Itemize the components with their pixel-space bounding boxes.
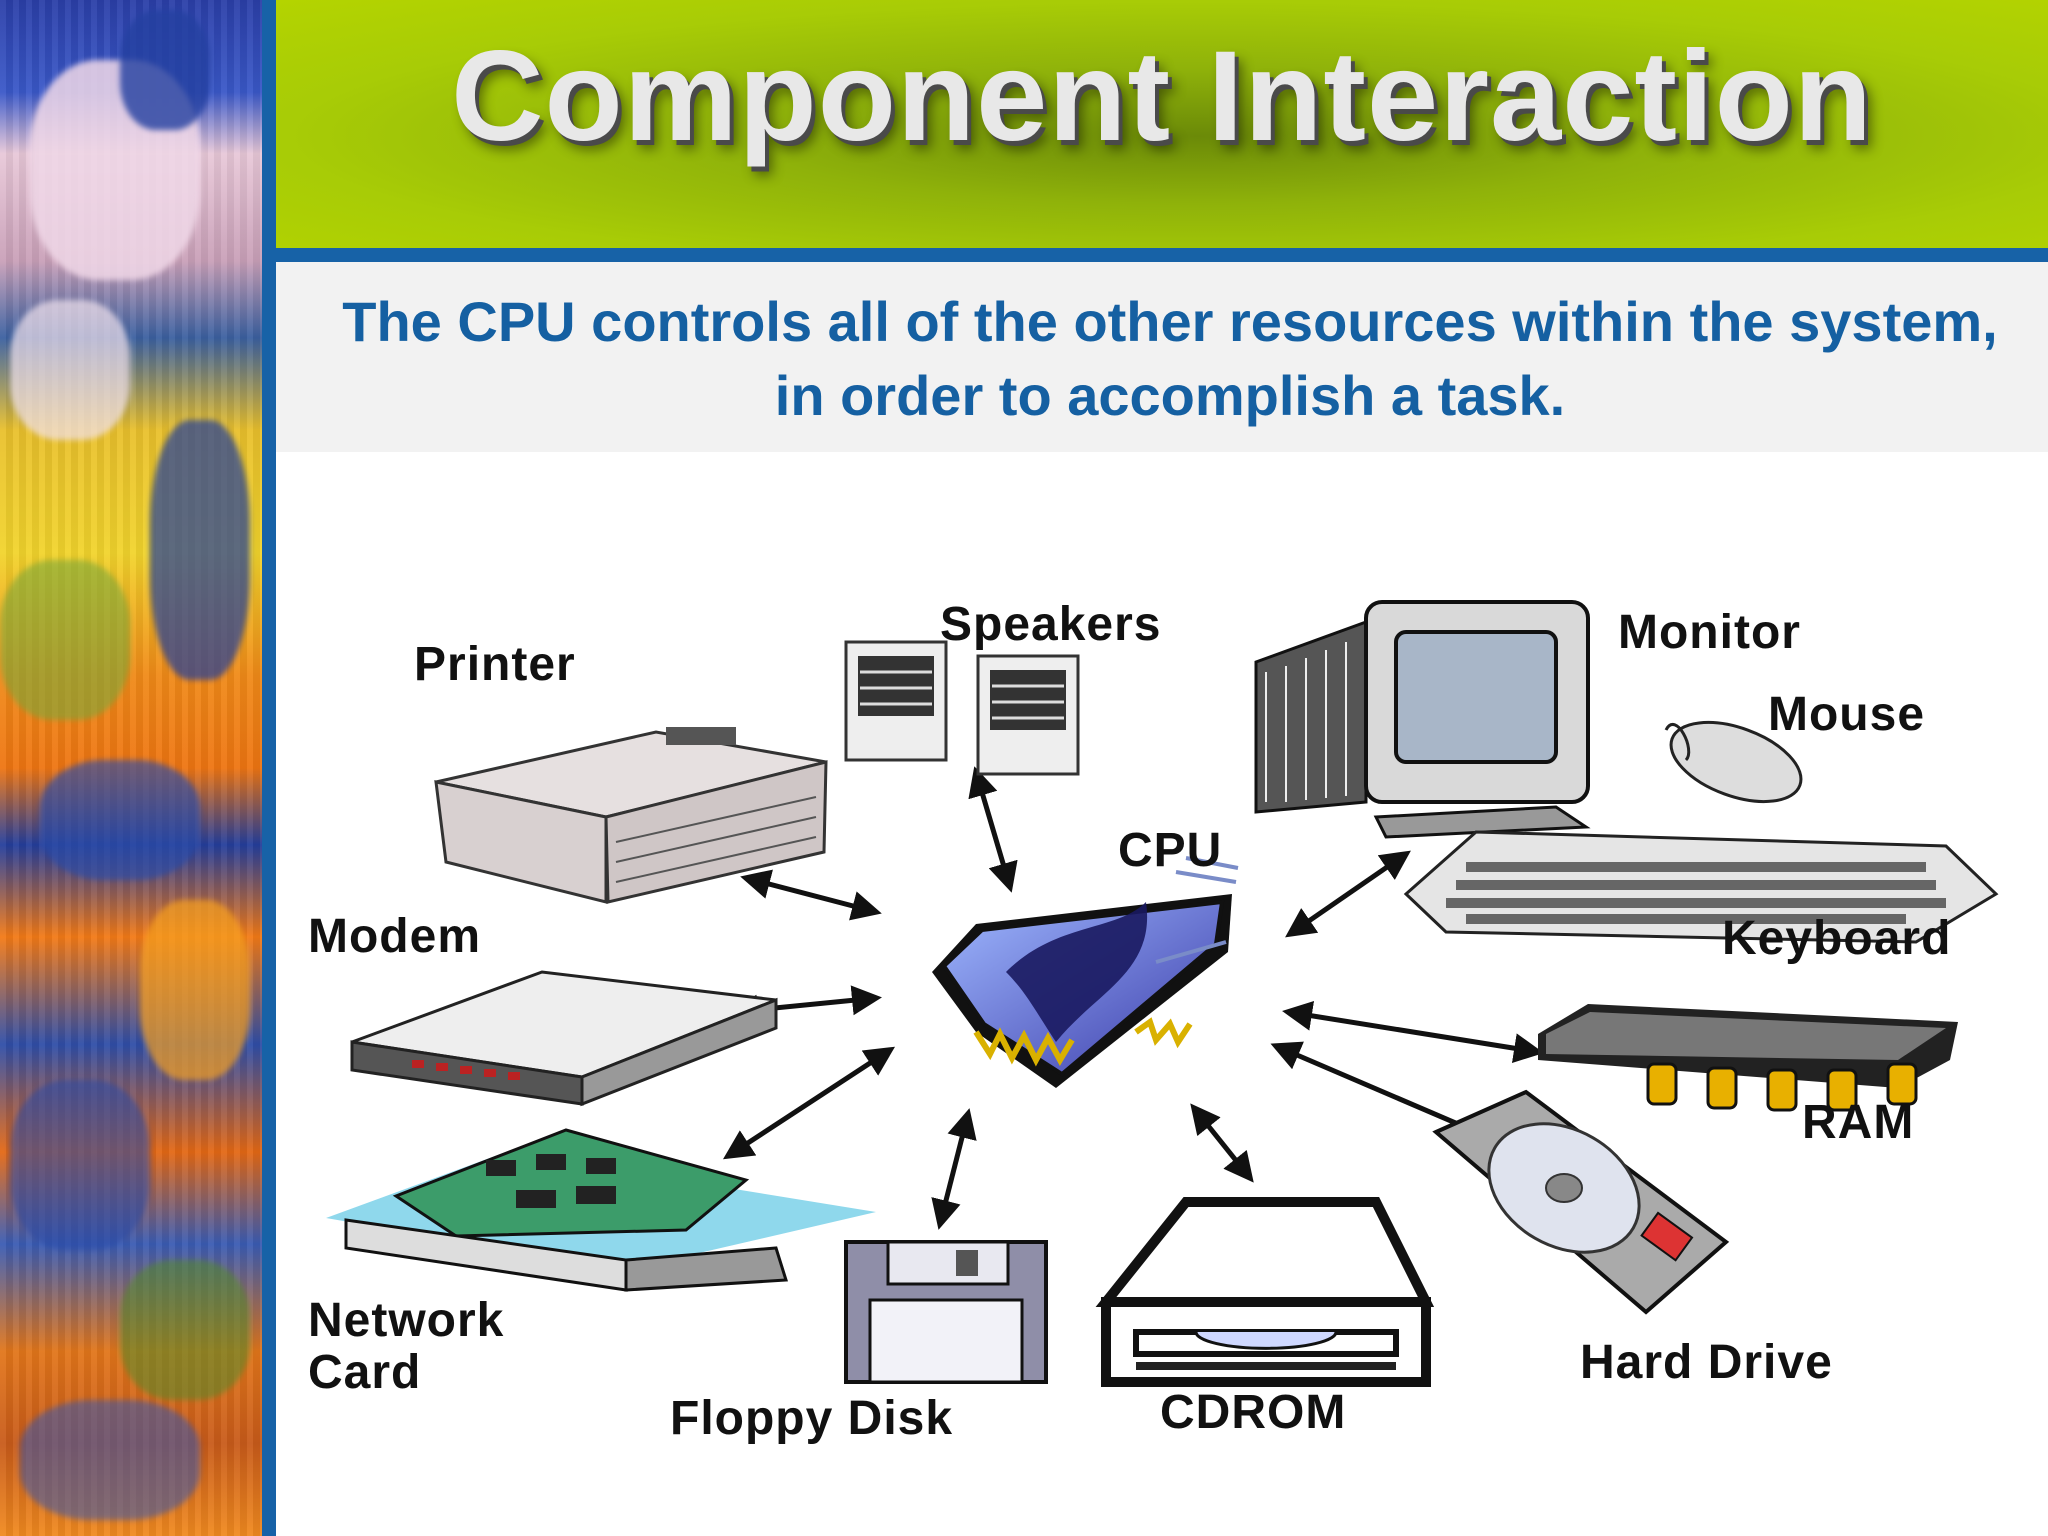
title-band bbox=[276, 0, 2048, 248]
label-keyboard: Keyboard bbox=[1722, 912, 1951, 965]
label-cdrom: CDROM bbox=[1160, 1386, 1346, 1439]
arrow-ram bbox=[1282, 1000, 1544, 1064]
slide-subtitle: The CPU controls all of the other resour… bbox=[342, 290, 1998, 427]
label-cpu: CPU bbox=[1118, 824, 1222, 877]
arrow-printer bbox=[740, 869, 882, 921]
hard-drive-icon bbox=[1432, 1089, 1730, 1315]
arrow-monitor bbox=[1285, 850, 1411, 938]
label-network: Network bbox=[308, 1294, 504, 1347]
speakers-icon bbox=[844, 640, 1080, 776]
modem-icon bbox=[350, 970, 778, 1107]
arrow-speakers bbox=[968, 766, 1018, 893]
label-floppy-disk: Floppy Disk bbox=[670, 1392, 953, 1445]
component-diagram: Printer Speakers Monitor Mouse CPU Modem… bbox=[308, 598, 1999, 1445]
arrow-cdrom bbox=[1190, 1103, 1254, 1183]
ram-icon bbox=[1538, 1004, 1958, 1112]
cpu-icon bbox=[932, 856, 1239, 1088]
label-mouse: Mouse bbox=[1768, 688, 1925, 741]
floppy-disk-icon bbox=[844, 1240, 1048, 1384]
subtitle-band bbox=[276, 262, 2048, 452]
label-printer: Printer bbox=[414, 638, 576, 691]
label-modem: Modem bbox=[308, 910, 481, 963]
left-blue-rule bbox=[262, 0, 276, 1536]
title-band-rule bbox=[276, 248, 2048, 262]
label-speakers: Speakers bbox=[940, 598, 1162, 651]
label-hard-drive: Hard Drive bbox=[1580, 1336, 1833, 1389]
printer-icon bbox=[434, 727, 828, 904]
arrow-floppy bbox=[931, 1108, 977, 1230]
mouse-icon bbox=[1664, 720, 1803, 804]
monitor-icon bbox=[1254, 600, 1591, 839]
network-card-icon bbox=[326, 1128, 876, 1292]
decorative-painting-strip bbox=[0, 0, 262, 1536]
label-ram: RAM bbox=[1802, 1096, 1914, 1149]
label-monitor: Monitor bbox=[1618, 606, 1801, 659]
slide-title: Component Interaction bbox=[451, 25, 1873, 168]
keyboard-icon bbox=[1403, 830, 1999, 944]
label-card: Card bbox=[308, 1346, 421, 1399]
cdrom-icon bbox=[1095, 1197, 1435, 1387]
arrow-network-card bbox=[722, 1046, 896, 1160]
